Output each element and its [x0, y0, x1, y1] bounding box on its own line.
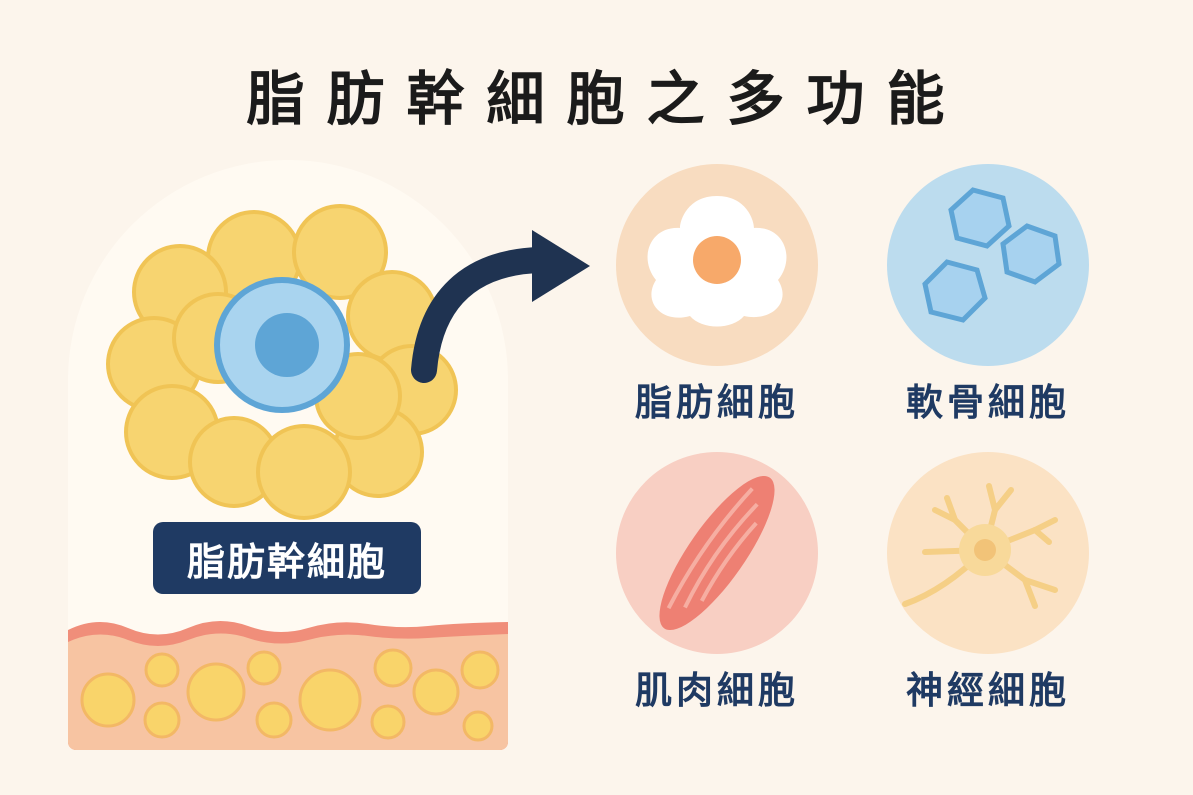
fat-tissue-layer: [68, 620, 508, 750]
cartilage-cell-icon: [887, 164, 1089, 366]
source-cell-label: 脂肪幹細胞: [153, 522, 421, 594]
stem-cell-panel: [68, 160, 508, 750]
page-title: 脂肪幹細胞之多功能: [246, 65, 967, 133]
muscle-cell-icon: [616, 452, 818, 654]
target-label-muscle: 肌肉細胞: [635, 669, 799, 712]
target-label-fat: 脂肪細胞: [635, 381, 799, 424]
fat-cell-icon: [616, 164, 818, 366]
target-label-cartilage: 軟骨細胞: [906, 381, 1070, 424]
target-label-neuron: 神經細胞: [906, 669, 1070, 712]
stem-cell-cluster-icon: [106, 204, 458, 520]
neuron-icon: [887, 452, 1089, 654]
